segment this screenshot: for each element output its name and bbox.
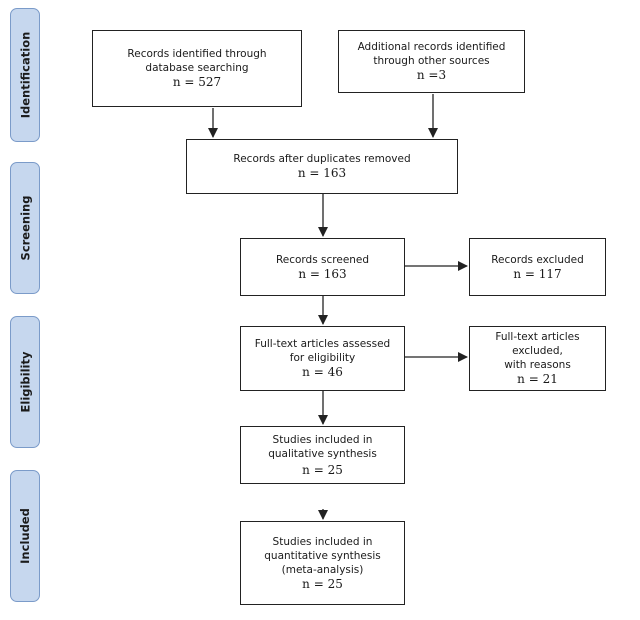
stage-identification: Identification xyxy=(10,8,40,142)
stage-screening: Screening xyxy=(10,162,40,294)
box-database-records-count: n = 527 xyxy=(172,75,222,89)
box-after-duplicates-count: n = 163 xyxy=(297,166,347,180)
box-quantitative: Studies included in quantitative synthes… xyxy=(240,521,405,605)
box-fulltext-excluded: Full-text articles excluded, with reason… xyxy=(469,326,606,391)
box-fulltext-assessed-line-2: for eligibility xyxy=(289,352,356,364)
box-quantitative-line-3: (meta-analysis) xyxy=(281,563,364,576)
box-database-records: Records identified through database sear… xyxy=(92,30,302,107)
box-qualitative-line-2: qualitative synthesis xyxy=(268,447,377,460)
box-fulltext-assessed-line-1: Full-text articles assessed xyxy=(254,338,391,350)
box-excluded-line-1: Records excluded xyxy=(491,253,584,266)
box-database-records-line-1: Records identified through xyxy=(127,48,267,60)
box-qualitative-count: n = 25 xyxy=(302,462,343,477)
box-excluded: Records excluded n = 117 xyxy=(469,238,606,296)
box-screened: Records screened n = 163 xyxy=(240,238,405,296)
box-quantitative-line-1: Studies included in xyxy=(272,535,373,548)
box-quantitative-count: n = 25 xyxy=(302,576,343,591)
box-qualitative-line-1: Studies included in xyxy=(272,433,373,446)
box-fulltext-excluded-line-2: with reasons xyxy=(504,359,571,371)
box-fulltext-excluded-line-1: Full-text articles excluded, xyxy=(495,331,580,357)
box-qualitative: Studies included in qualitative synthesi… xyxy=(240,426,405,484)
box-fulltext-assessed: Full-text articles assessed for eligibil… xyxy=(240,326,405,391)
box-additional-records-line-1: Additional records identified xyxy=(357,41,506,53)
box-screened-count: n = 163 xyxy=(298,266,347,281)
box-excluded-count: n = 117 xyxy=(513,266,562,281)
stage-eligibility: Eligibility xyxy=(10,316,40,448)
box-screened-line-1: Records screened xyxy=(275,253,370,266)
box-quantitative-line-2: quantitative synthesis xyxy=(264,549,381,562)
box-after-duplicates-line-1: Records after duplicates removed xyxy=(233,153,411,165)
box-database-records-line-2: database searching xyxy=(145,62,249,74)
box-additional-records: Additional records identified through ot… xyxy=(338,30,525,93)
box-after-duplicates: Records after duplicates removed n = 163 xyxy=(186,139,458,194)
box-additional-records-line-2: through other sources xyxy=(373,55,490,67)
box-fulltext-assessed-count: n = 46 xyxy=(302,365,343,379)
box-fulltext-excluded-count: n = 21 xyxy=(517,372,558,386)
stage-included: Included xyxy=(10,470,40,602)
box-additional-records-count: n =3 xyxy=(416,68,447,82)
